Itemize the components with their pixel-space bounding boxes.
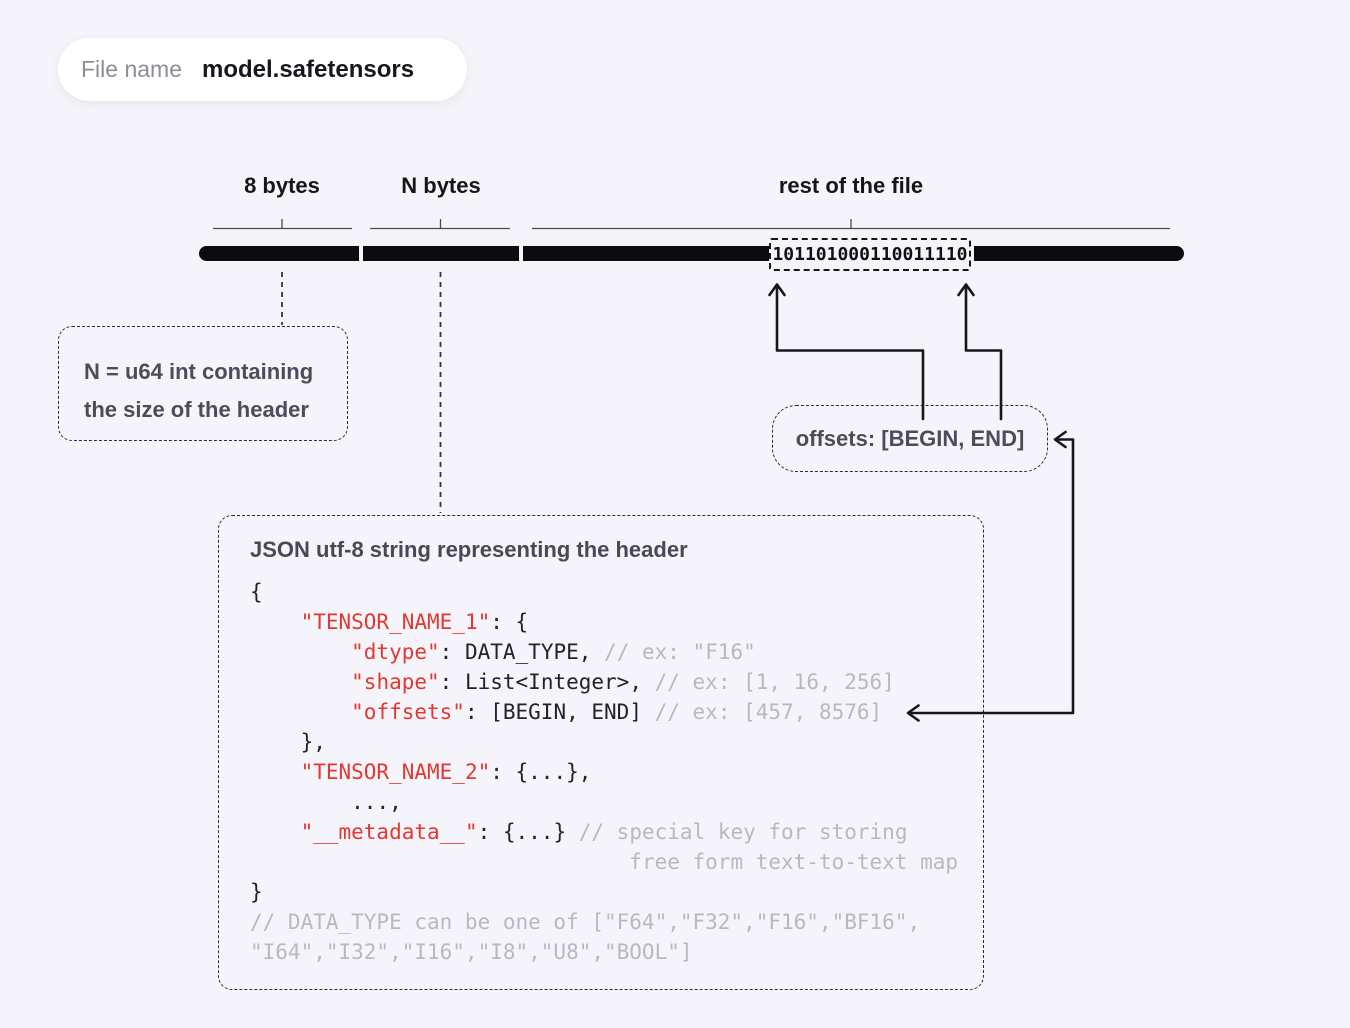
code-line: }, xyxy=(300,730,326,754)
segment-label-8-bytes: 8 bytes xyxy=(244,173,320,198)
arrow-begin-offset-head xyxy=(768,283,786,297)
code-line: // DATA_TYPE can be one of ["F64","F32",… xyxy=(250,910,921,934)
segment-label-n-bytes: N bytes xyxy=(401,173,481,198)
ruler-rest-of-file xyxy=(532,219,1170,230)
code-line: "dtype": DATA_TYPE, // ex: "F16" xyxy=(351,640,756,664)
byte-bar-rest-right xyxy=(974,246,1184,261)
code-line: { xyxy=(250,580,263,604)
byte-bar-8-bytes xyxy=(199,246,359,261)
arrow-end-offset xyxy=(964,284,1003,421)
code-line: "I64","I32","I16","I8","U8","BOOL"] xyxy=(250,940,693,964)
binary-bits-box: 101101000110011110 xyxy=(769,238,971,271)
code-line: free form text-to-text map xyxy=(629,850,959,874)
code-line: "TENSOR_NAME_1": { xyxy=(300,610,529,634)
byte-bar-n-bytes xyxy=(363,246,519,261)
file-name-value: model.safetensors xyxy=(201,55,415,83)
code-line: } xyxy=(250,880,263,904)
arrow-end-offset-head xyxy=(957,283,975,297)
arrow-begin-offset xyxy=(775,284,925,421)
ruler-n-bytes xyxy=(370,219,510,230)
byte-bar-rest-left xyxy=(523,246,769,261)
code-line: "__metadata__": {...} // special key for… xyxy=(300,820,908,844)
json-header-box: JSON utf-8 string representing the heade… xyxy=(218,515,984,990)
code-line: "shape": List<Integer>, // ex: [1, 16, 2… xyxy=(351,670,895,694)
offsets-note-text: offsets: [BEGIN, END] xyxy=(795,425,1025,451)
code-line: "TENSOR_NAME_2": {...}, xyxy=(300,760,592,784)
json-header-title: JSON utf-8 string representing the heade… xyxy=(250,537,688,562)
ruler-8-bytes xyxy=(213,219,352,230)
segment-label-rest-of-file: rest of the file xyxy=(778,173,924,198)
file-name-pill: File name model.safetensors xyxy=(58,38,467,101)
n-size-note-box: N = u64 int containing the size of the h… xyxy=(58,326,348,441)
code-line: ..., xyxy=(351,790,402,814)
n-size-note-line-1: N = u64 int containing xyxy=(84,359,314,384)
json-code: { "TENSOR_NAME_1": { "dtype": DATA_TYPE,… xyxy=(250,577,958,967)
binary-bits-value: 101101000110011110 xyxy=(772,244,968,265)
offsets-note-box: offsets: [BEGIN, END] xyxy=(772,405,1048,472)
file-name-label: File name xyxy=(81,56,182,82)
arrow-offsets-json-link-head-top xyxy=(1053,430,1067,449)
n-size-note-line-2: the size of the header xyxy=(84,397,309,422)
code-line: "offsets": [BEGIN, END] // ex: [457, 857… xyxy=(351,700,883,724)
